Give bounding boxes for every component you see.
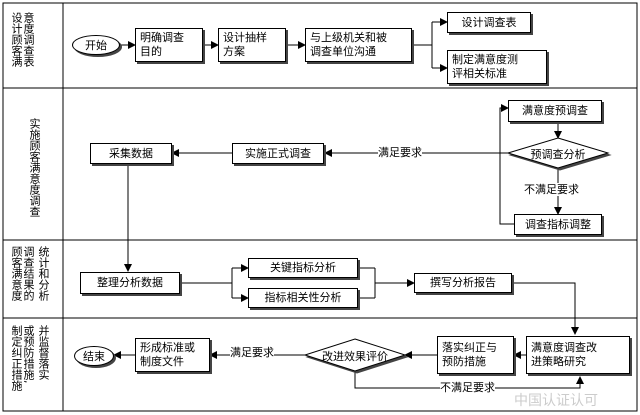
node-set-criteria: 制定满意度测 评相关标准: [447, 50, 547, 84]
edge-label-meets-2: 满足要求: [230, 346, 274, 359]
node-collect-data-label: 采集数据: [109, 146, 153, 160]
diamond-pre-analysis: [506, 137, 610, 169]
node-collect-data: 采集数据: [90, 143, 172, 164]
node-write-report-label: 撰写分析报告: [430, 276, 496, 289]
node-correlation-label: 指标相关性分析: [264, 291, 342, 304]
node-key-indicator: 关键指标分析: [248, 258, 358, 278]
watermark-text: 中国认证认可: [514, 393, 598, 409]
stage-label-measures-line1: 并监督落实: [37, 325, 50, 380]
node-clarify-purpose-label: 明确调查 目的: [140, 31, 184, 58]
end-node: 结束: [74, 346, 114, 366]
node-design-form: 设计调查表: [447, 12, 531, 33]
stage-label-design-line1: 意度调查表: [22, 12, 35, 67]
end-node-label: 结束: [83, 350, 105, 363]
node-design-form-label: 设计调查表: [461, 15, 517, 29]
diamond-evaluate: [303, 338, 407, 372]
node-pre-survey-label: 满意度预调查: [522, 104, 588, 117]
edge-label-fails-2: 不满足要求: [440, 381, 495, 394]
node-set-criteria-label: 制定满意度测 评相关标准: [452, 53, 518, 80]
stage-label-design: 设计顾客满 意度调查表: [10, 12, 37, 86]
stage-label-analysis-line3: 顾客满意度: [10, 246, 23, 301]
node-standardize-label: 形成标准或 制度文件: [140, 341, 195, 368]
edge-adjust-loop: [499, 104, 514, 225]
node-standardize: 形成标准或 制度文件: [135, 338, 210, 372]
start-node-label: 开始: [85, 39, 107, 52]
stage-label-design-line2: 设计顾客满: [10, 12, 23, 67]
stage-label-analysis-line1: 统计和分析: [37, 246, 50, 301]
node-adjust-indicators: 调查指标调整: [514, 214, 602, 235]
node-implement-measures-label: 落实纠正与 预防措施: [442, 341, 497, 368]
diamond-pre-analysis-label: 预调查分析: [530, 148, 586, 161]
node-implement-measures: 落实纠正与 预防措施: [437, 336, 514, 374]
node-write-report: 撰写分析报告: [414, 273, 512, 293]
node-clarify-purpose: 明确调查 目的: [135, 28, 203, 62]
stage-label-measures: 制定纠正措施 或预防措施, 并监督落实: [10, 325, 52, 409]
stage-label-survey-line1: 实施顾客满意度调查: [28, 118, 41, 217]
node-formal-survey-label: 实施正式调查: [245, 146, 311, 160]
edge-report-improve: [512, 282, 579, 335]
stage-label-survey: 实施顾客满意度调查: [28, 118, 41, 238]
node-formal-survey: 实施正式调查: [232, 143, 324, 164]
node-design-sampling-label: 设计抽样 方案: [223, 31, 267, 58]
node-key-indicator-label: 关键指标分析: [270, 261, 336, 274]
stage-label-measures-line2: 或预防措施,: [22, 325, 35, 384]
node-correlation: 指标相关性分析: [248, 288, 358, 308]
node-design-sampling: 设计抽样 方案: [218, 28, 286, 62]
start-node: 开始: [72, 35, 120, 55]
node-improve-strategy-label: 满意度调查改 进策略研究: [531, 341, 597, 368]
node-pre-survey: 满意度预调查: [508, 100, 602, 122]
stage-label-analysis: 顾客满意度 调查结果的 统计和分析: [10, 246, 52, 314]
node-adjust-indicators-label: 调查指标调整: [525, 217, 591, 231]
edge-label-meets-1: 满足要求: [378, 146, 422, 159]
node-organize-analyze-label: 整理分析数据: [97, 276, 163, 289]
node-organize-analyze: 整理分析数据: [80, 272, 180, 294]
edge-label-fails-1: 不满足要求: [524, 183, 579, 196]
node-communicate: 与上级机关和被 调查单位沟通: [305, 28, 412, 62]
stage-label-analysis-line2: 调查结果的: [22, 246, 35, 301]
stage-label-measures-line3: 制定纠正措施: [10, 325, 23, 391]
diamond-evaluate-label: 改进效果评价: [322, 350, 388, 363]
node-improve-strategy: 满意度调查改 进策略研究: [526, 336, 630, 374]
node-communicate-label: 与上级机关和被 调查单位沟通: [310, 31, 387, 58]
